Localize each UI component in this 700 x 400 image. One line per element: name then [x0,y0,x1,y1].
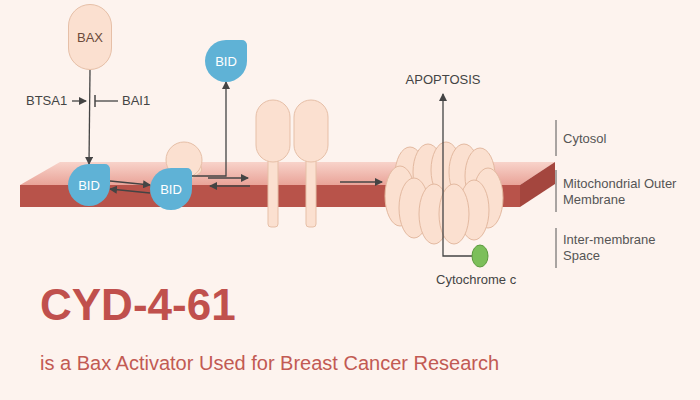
exchange-arrow [210,185,250,186]
connector-arrow [110,189,150,193]
region-label: Cytosol [563,131,606,147]
node-label: BAX [77,30,103,45]
exchange-arrow [208,177,248,178]
outcome-label: APOPTOSIS [383,72,503,88]
diagram-title: CYD-4-61 [40,280,236,330]
connector-arrow [192,82,226,176]
node-label: BID [78,178,100,193]
inhibition-line [95,95,118,107]
protein-blob: BID [68,164,110,206]
diagram-caption: is a Bax Activator Used for Breast Cance… [40,352,499,375]
node-label: BID [215,54,237,69]
activation-arrow [72,100,86,101]
drug-label: BAI1 [122,93,150,109]
bax-pore [385,142,503,244]
protein-capsule: BAX [68,4,112,70]
cytochrome-c [472,245,488,267]
region-label: Mitochondrial Outer Membrane [563,176,695,207]
region-label: Inter-membrane Space [563,232,695,263]
oligomerization-arrow [340,181,382,182]
node-label: BID [160,182,182,197]
connector-arrow [89,70,90,164]
protein-blob: BID [205,40,247,82]
bax-dimer [256,100,328,227]
release-arrow [443,94,472,256]
molecule-label: Cytochrome c [436,272,516,288]
drug-label: BTSA1 [26,93,67,109]
connector-arrow [110,181,150,185]
protein-blob: BID [150,168,192,210]
region-bracket [556,120,557,268]
